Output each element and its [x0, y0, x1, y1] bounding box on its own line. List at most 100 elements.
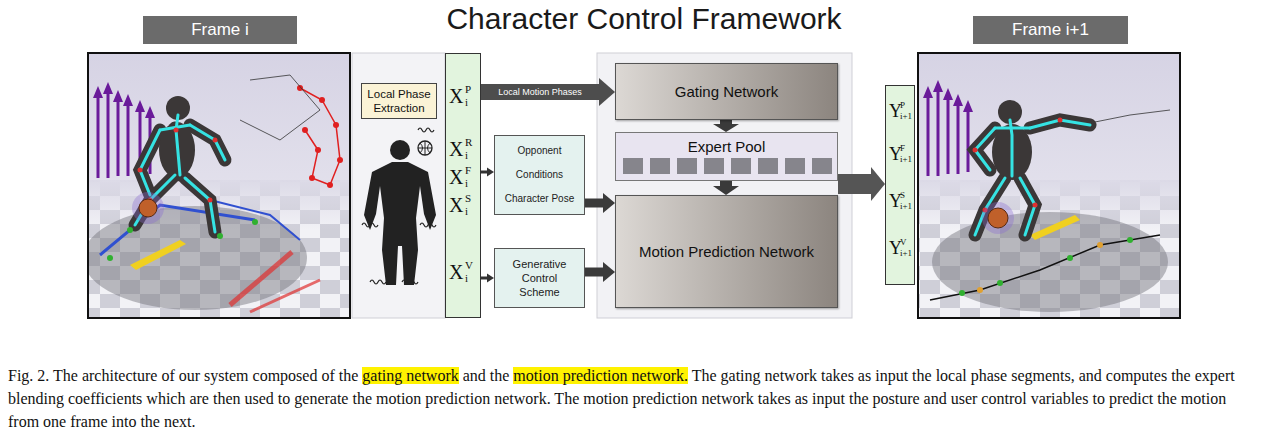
- output-vector: Yi+1PYi+1FYi+1SYi+1V: [885, 85, 915, 285]
- frame-render: [319, 97, 325, 103]
- connector: [713, 181, 739, 195]
- frame-render: [315, 147, 321, 153]
- vector-channel: F: [465, 165, 471, 176]
- frame-render: [210, 200, 300, 240]
- connector-line: [481, 84, 599, 100]
- diagram-title: Character Control Framework: [384, 2, 904, 36]
- frame-render: [918, 180, 1180, 318]
- frame-render: [1097, 242, 1103, 248]
- arrowhead: [487, 274, 494, 283]
- process-box: Local Phase Extraction: [361, 83, 437, 119]
- frame-render: [190, 125, 225, 160]
- vector-index: i+1: [900, 112, 912, 121]
- vector-symbol: X: [449, 86, 463, 106]
- vector-index: i: [465, 97, 468, 108]
- frame-render: [975, 128, 995, 170]
- frame-render: [930, 235, 1160, 300]
- frame-render: [93, 82, 155, 118]
- frame-render: [145, 106, 155, 118]
- frame-render: [208, 198, 213, 203]
- side-panel: [352, 53, 852, 318]
- frame-render: [138, 128, 218, 203]
- frame-render: [923, 80, 973, 112]
- node-label: Opponent Conditions: [500, 139, 580, 187]
- arrowhead: [713, 186, 739, 195]
- network-box: Motion Prediction Network: [615, 195, 838, 308]
- frame-render: [973, 148, 978, 153]
- side-panel: [597, 53, 852, 318]
- frame-render: [923, 86, 933, 98]
- vector-symbol: X: [449, 195, 463, 215]
- connector-line: [720, 120, 732, 124]
- vector-symbol: X: [449, 262, 463, 282]
- frame-render: [975, 120, 1090, 235]
- frame-render: [250, 280, 320, 312]
- frame-render: [918, 53, 1180, 318]
- connector: [713, 120, 739, 132]
- vector-index: i: [465, 150, 468, 161]
- frame-render: [1095, 110, 1170, 122]
- frame-render: [135, 115, 225, 232]
- frame-render: [117, 100, 120, 176]
- frame-render: [213, 138, 218, 143]
- side-panel: [352, 53, 445, 318]
- frame-render: [975, 128, 995, 170]
- frame-render: [997, 280, 1003, 286]
- frame-render: [88, 206, 307, 310]
- vector-channel: F: [900, 144, 905, 153]
- input-box: Generative Control Scheme: [494, 248, 585, 308]
- vector-channel: S: [465, 193, 471, 204]
- connector-line: [838, 174, 871, 194]
- phase-wave: [418, 128, 434, 132]
- frame-render: [217, 233, 223, 239]
- phase-wave: [362, 128, 436, 284]
- frame-render: [933, 80, 943, 92]
- frame-render: [959, 290, 965, 296]
- frame-render: [977, 287, 983, 293]
- phase-wave: [420, 223, 436, 227]
- frame-render: [1033, 203, 1038, 208]
- frame-render: [297, 85, 303, 91]
- frame-label: Frame i: [143, 16, 297, 44]
- frame-render: [135, 100, 145, 112]
- frame-render: [100, 205, 255, 255]
- frame-render: [127, 104, 130, 176]
- frame-render: [130, 240, 186, 270]
- node-label: Character Pose: [505, 187, 574, 211]
- node-label: Gating Network: [675, 83, 778, 100]
- frame-render: [932, 212, 1168, 312]
- frame-border: [918, 53, 1180, 318]
- arrowhead: [603, 193, 615, 213]
- frame-render: [1127, 237, 1133, 243]
- frame-render: [107, 92, 110, 178]
- frame-render: [190, 125, 225, 160]
- frame-render: [333, 122, 339, 128]
- frame-render: [300, 88, 340, 185]
- frame-render: [918, 53, 1180, 318]
- connector: [585, 262, 615, 282]
- frame-render: [1030, 215, 1080, 240]
- frame-render: [302, 127, 308, 133]
- vector-index: i: [465, 206, 468, 217]
- node-label: Frame i+1: [1012, 20, 1089, 40]
- connector: [481, 168, 494, 177]
- network-box: Gating Network: [615, 63, 838, 120]
- vector-symbol: X: [449, 139, 463, 159]
- body-icon: [418, 141, 432, 155]
- connector-line: [481, 277, 487, 280]
- vector-channel: V: [465, 260, 473, 271]
- phase-wave: [402, 280, 418, 284]
- node-label: Expert Pool: [688, 138, 766, 155]
- frame-render: [937, 90, 940, 176]
- arrowhead: [713, 124, 739, 132]
- vector-symbol: X: [449, 167, 463, 187]
- frame-render: [132, 192, 164, 224]
- vector-channel: S: [900, 191, 905, 200]
- frame-render: [240, 75, 320, 140]
- frame-render: [88, 53, 350, 318]
- arrowhead: [487, 168, 494, 177]
- frame-render: [185, 178, 215, 232]
- frame-render: [928, 90, 968, 176]
- frame-render: [113, 90, 123, 102]
- frame-label: Frame i+1: [973, 16, 1128, 44]
